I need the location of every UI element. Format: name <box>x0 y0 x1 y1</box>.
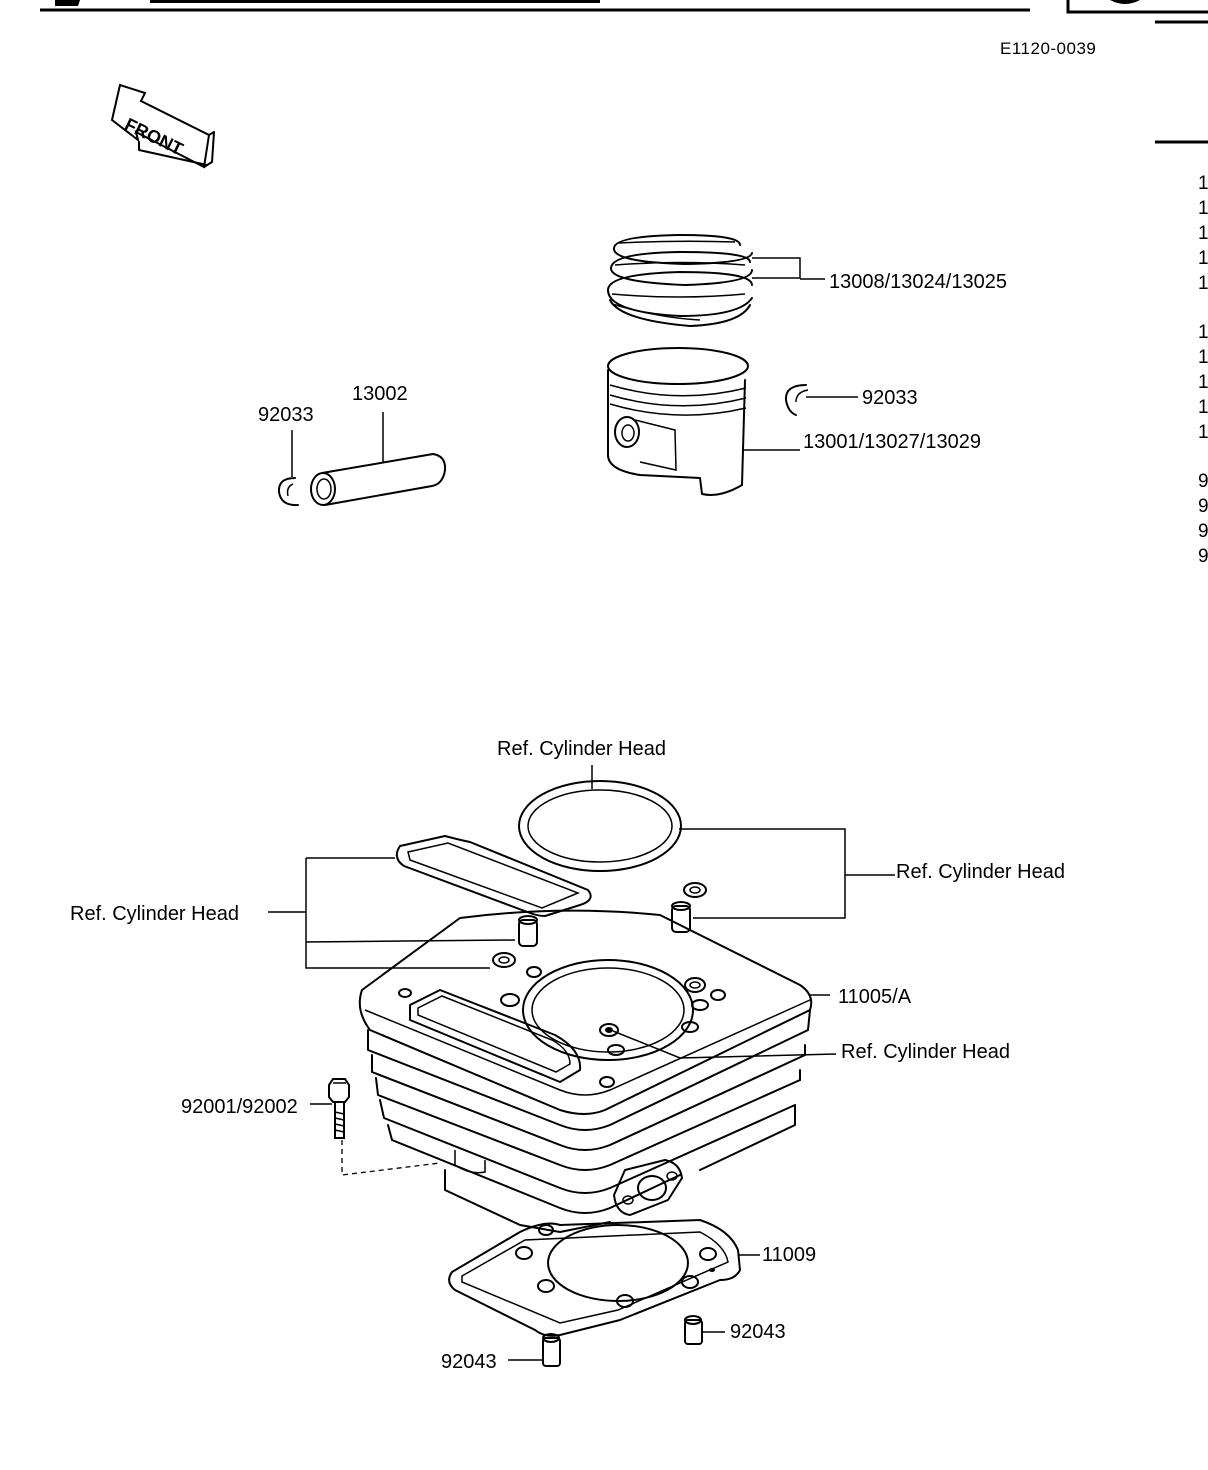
side-index-item: 9 <box>1198 521 1208 542</box>
rocker-gasket-part <box>268 835 592 969</box>
ref-cylinder-head-left-label: Ref. Cylinder Head <box>70 903 239 925</box>
circlip-left-part <box>277 430 299 507</box>
head-gasket-part <box>518 765 895 876</box>
side-index-item: 1 <box>1198 198 1208 219</box>
circlip-left-label: 92033 <box>258 404 314 426</box>
side-index-item: 1 <box>1198 273 1208 294</box>
piston-pin-part <box>310 412 447 506</box>
front-arrow-icon <box>110 83 215 169</box>
side-index-item: 1 <box>1198 248 1208 269</box>
base-gasket-label: 11009 <box>762 1244 817 1266</box>
side-index-item: 9 <box>1198 471 1208 492</box>
side-index-item: 1 <box>1198 223 1208 244</box>
ref-cylinder-head-right-label: Ref. Cylinder Head <box>896 861 1065 883</box>
piston-rings-label: 13008/13024/13025 <box>829 271 1007 293</box>
side-index-item: 1 <box>1198 173 1208 194</box>
diagram-code: E1120-0039 <box>1000 39 1097 58</box>
piston-label: 13001/13027/13029 <box>803 431 981 453</box>
top-dowels-part <box>492 875 846 968</box>
side-index-item: 9 <box>1198 496 1208 517</box>
base-dowels-part <box>508 1315 725 1367</box>
piston-pin-label: 13002 <box>352 383 408 405</box>
circlip-right-part <box>784 384 858 416</box>
side-index-item: 1 <box>1198 372 1208 393</box>
circlip-right-label: 92033 <box>862 387 918 409</box>
side-index-item: 1 <box>1198 422 1208 443</box>
bolt-part <box>310 1078 441 1176</box>
cylinder-label: 11005/A <box>838 986 912 1008</box>
ref-cylinder-head-top-label: Ref. Cylinder Head <box>497 738 666 760</box>
base-gasket-part <box>448 1219 760 1337</box>
header-bar <box>40 0 1208 144</box>
side-index-item: 9 <box>1198 546 1208 567</box>
side-index-item: 1 <box>1198 322 1208 343</box>
side-index-item: 1 <box>1198 397 1208 418</box>
piston-rings-part <box>607 234 825 327</box>
side-index-item: 1 <box>1198 347 1208 368</box>
piston-part <box>607 347 800 496</box>
bolt-label: 92001/92002 <box>181 1096 298 1118</box>
ref-cylinder-head-center-label: Ref. Cylinder Head <box>841 1041 1010 1063</box>
dowel-left-label: 92043 <box>441 1351 497 1373</box>
dowel-right-label: 92043 <box>730 1321 786 1343</box>
cylinder-block-part <box>358 909 837 1233</box>
